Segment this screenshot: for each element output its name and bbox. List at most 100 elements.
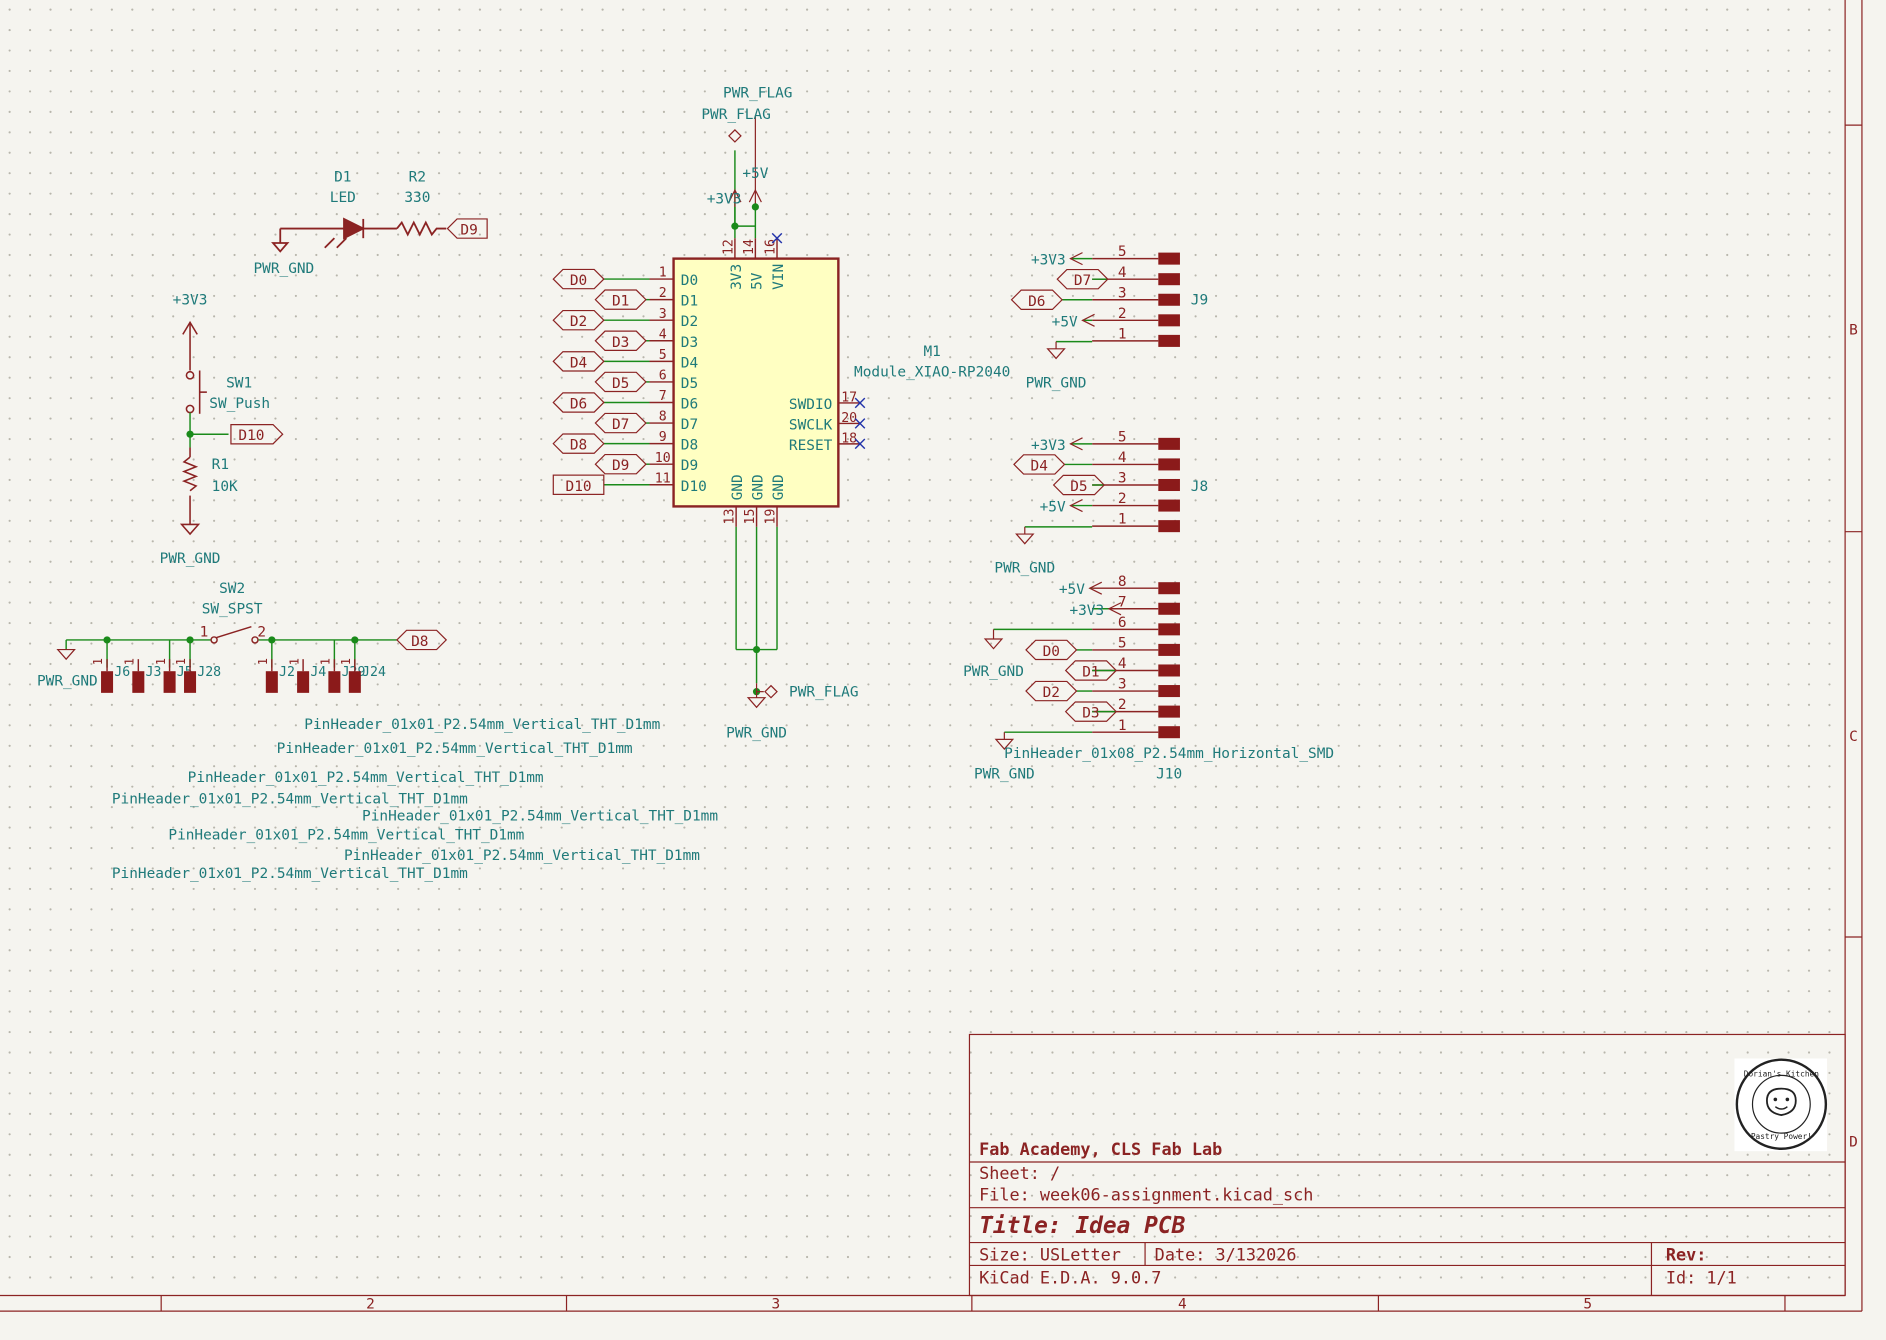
j8-pin-num: 4 bbox=[1118, 450, 1127, 466]
single-header-value: PinHeader_01x01_P2.54mm_Vertical_THT_D1m… bbox=[112, 866, 468, 882]
m1-label-d7: D7 bbox=[594, 412, 647, 434]
m1-pin-num: 19 bbox=[764, 508, 779, 524]
j10-pin-num: 2 bbox=[1118, 697, 1127, 713]
single-header-ref: J3 bbox=[146, 665, 162, 680]
j9-label-d7-text: D7 bbox=[1074, 273, 1091, 289]
m1-label-d10: D10 bbox=[552, 474, 605, 495]
single-header-pin-num: 1 bbox=[91, 658, 105, 665]
m1-pin-num: 8 bbox=[659, 410, 667, 425]
m1-label-d4-text: D4 bbox=[570, 355, 587, 371]
single-header-pad bbox=[328, 671, 341, 693]
switch-sw2[interactable] bbox=[210, 626, 259, 644]
j9-pin-num: 2 bbox=[1118, 306, 1127, 322]
m1-pin-num: 12 bbox=[722, 239, 737, 255]
tb-rev: Rev: bbox=[1666, 1245, 1707, 1265]
m1-label-d2-text: D2 bbox=[570, 314, 587, 330]
j10-pin-num: 7 bbox=[1118, 594, 1127, 610]
m1-pin-num: 15 bbox=[743, 509, 758, 525]
single-header-value: PinHeader_01x01_P2.54mm_Vertical_THT_D1m… bbox=[112, 792, 468, 808]
m1-pin-name: 3V3 bbox=[729, 264, 745, 290]
j8-power-label: +5V bbox=[1040, 500, 1066, 516]
m1-label-d6: D6 bbox=[552, 392, 605, 413]
m1-label-d9-text: D9 bbox=[612, 458, 629, 474]
j9-pin-num: 1 bbox=[1118, 326, 1127, 342]
m1-pin-name: VIN bbox=[771, 264, 787, 290]
tb-id: Id: 1/1 bbox=[1666, 1267, 1737, 1287]
m1-label-d3: D3 bbox=[594, 330, 647, 351]
r1-reference: R1 bbox=[212, 457, 229, 473]
j9-gnd-label: PWR_GND bbox=[1026, 375, 1087, 391]
single-header-ref: J2 bbox=[279, 665, 295, 680]
m1-pin-num: 11 bbox=[655, 471, 671, 486]
led-d1[interactable] bbox=[271, 217, 397, 253]
j10-pin-pad bbox=[1158, 643, 1180, 656]
m1-pin-name: GND bbox=[730, 474, 746, 500]
j8-label-d4: D4 bbox=[1013, 454, 1066, 475]
m1-pin-name: D9 bbox=[681, 458, 698, 474]
pwr-flag-label-2: PWR_FLAG bbox=[701, 107, 770, 123]
j8-power-label: +3V3 bbox=[1031, 438, 1066, 454]
j8-pin-pad bbox=[1158, 520, 1180, 533]
single-header-ref: J4 bbox=[310, 665, 326, 680]
j9-reference: J9 bbox=[1191, 292, 1208, 308]
single-header-pin-num: 1 bbox=[339, 658, 353, 665]
j10-gnd-label-2: PWR_GND bbox=[974, 766, 1035, 782]
j8-label-d4-text: D4 bbox=[1031, 458, 1048, 474]
single-header-value: PinHeader_01x01_P2.54mm_Vertical_THT_D1m… bbox=[168, 828, 524, 844]
border-row-c: C bbox=[1849, 729, 1858, 745]
m1-pin-name: RESET bbox=[789, 438, 833, 454]
single-header-pad bbox=[348, 671, 361, 693]
sw1-reference: SW1 bbox=[226, 375, 252, 391]
m1-pin-name: D10 bbox=[681, 479, 707, 495]
m1-label-d2: D2 bbox=[552, 309, 605, 331]
sw1-gnd-label: PWR_GND bbox=[160, 551, 221, 567]
single-header-pin-num: 1 bbox=[287, 658, 301, 665]
j10-pin-pad bbox=[1158, 602, 1180, 615]
j10-label-d1: D1 bbox=[1064, 660, 1118, 681]
resistor-r2[interactable] bbox=[396, 220, 447, 237]
m1-value: Module_XIAO-RP2040 bbox=[854, 364, 1010, 380]
j10-pin-num: 1 bbox=[1118, 718, 1127, 734]
j9-power-label: +5V bbox=[1052, 314, 1078, 330]
single-header-pad bbox=[184, 671, 197, 693]
border-row-b: B bbox=[1849, 322, 1858, 338]
m1-label-d8: D8 bbox=[552, 433, 605, 454]
m1-label-d5: D5 bbox=[594, 371, 647, 393]
j8-pin-num: 3 bbox=[1118, 471, 1127, 487]
sw2-pin2: 2 bbox=[257, 624, 266, 640]
border-col-4: 4 bbox=[1178, 1297, 1187, 1313]
j10-pin-pad bbox=[1158, 623, 1180, 636]
j8-pin-pad bbox=[1158, 437, 1180, 450]
sw2-reference: SW2 bbox=[219, 581, 245, 597]
m1-pin-num: 4 bbox=[659, 327, 667, 342]
m1-pin-name: D8 bbox=[681, 438, 698, 454]
m1-pin-name: D5 bbox=[681, 376, 698, 392]
j9-pin-pad bbox=[1158, 314, 1180, 327]
single-header-value: PinHeader_01x01_P2.54mm_Vertical_THT_D1m… bbox=[277, 741, 633, 757]
border-row-d: D bbox=[1849, 1134, 1858, 1150]
single-header-pin-num: 1 bbox=[123, 658, 137, 665]
j9-pin-num: 5 bbox=[1118, 244, 1127, 260]
j8-label-d5-text: D5 bbox=[1070, 479, 1087, 495]
j10-label-d2: D2 bbox=[1025, 680, 1078, 702]
m1-3v3-label: +3V3 bbox=[707, 191, 742, 207]
m1-pin-num: 20 bbox=[841, 411, 857, 426]
single-header-pad bbox=[101, 671, 114, 693]
m1-label-d6-text: D6 bbox=[570, 396, 587, 412]
label-d9-led-text: D9 bbox=[460, 223, 477, 239]
single-header-pin-num: 1 bbox=[319, 658, 333, 665]
single-header-value: PinHeader_01x01_P2.54mm_Vertical_THT_D1m… bbox=[188, 770, 544, 786]
single-header-pin-num: 1 bbox=[256, 658, 270, 665]
j8-pin-num: 5 bbox=[1118, 429, 1127, 445]
d1-value: LED bbox=[330, 190, 356, 206]
tb-tool: KiCad E.D.A. 9.0.7 bbox=[979, 1267, 1161, 1287]
j10-gnd-label-1: PWR_GND bbox=[963, 664, 1024, 680]
single-header-ref: J28 bbox=[197, 665, 221, 680]
